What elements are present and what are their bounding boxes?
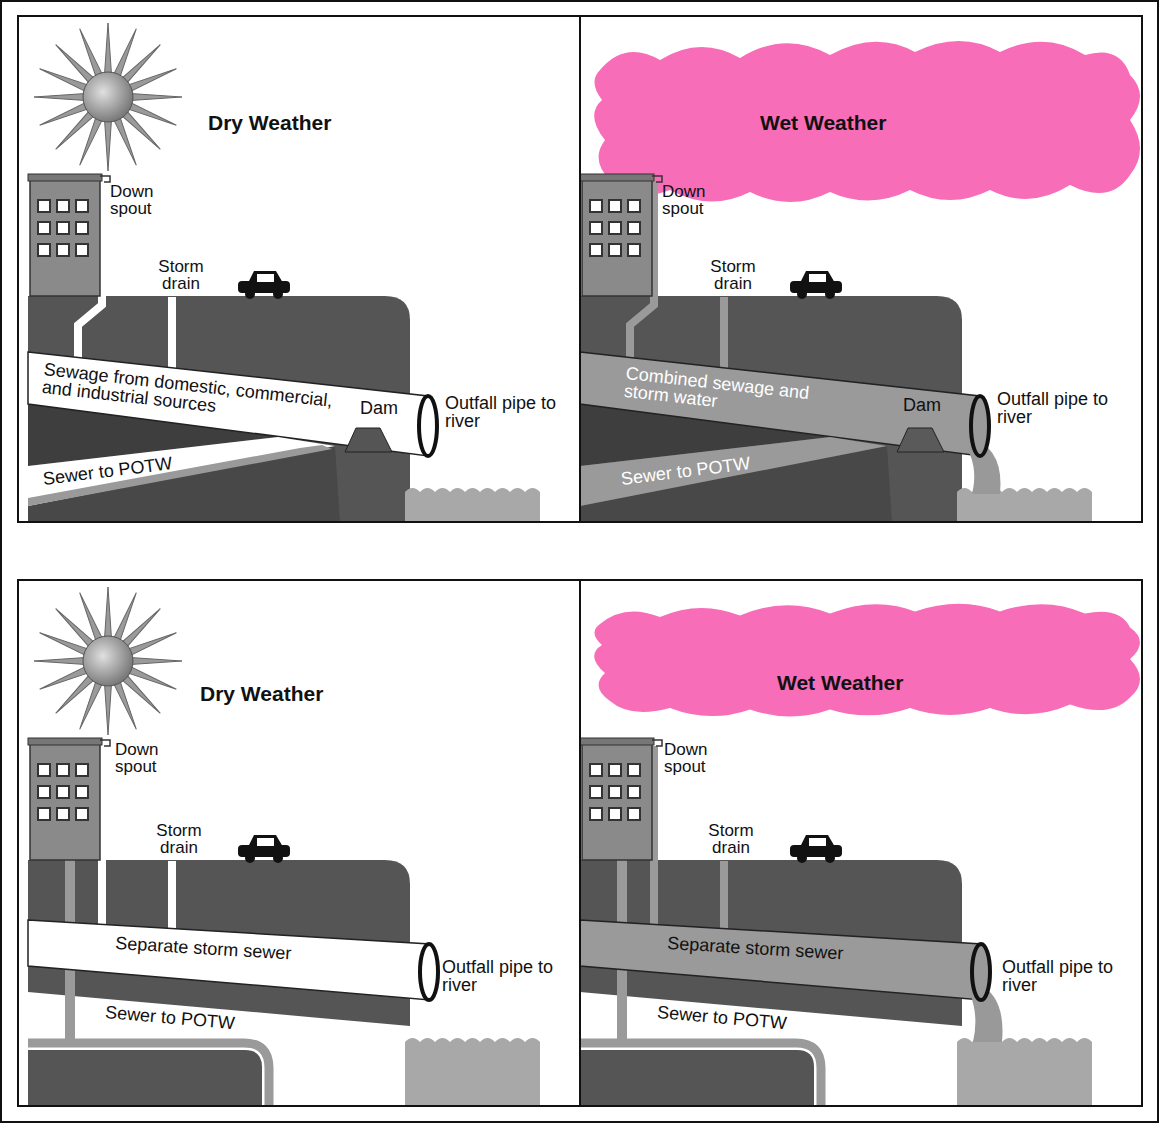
part-label: Storm drain xyxy=(148,822,210,856)
separate-sewer-dry xyxy=(28,587,540,1106)
rain-cloud xyxy=(594,604,1140,717)
part-label: Down spout xyxy=(662,183,722,217)
part-label: Dam xyxy=(903,396,941,414)
part-label: Storm drain xyxy=(150,258,212,292)
panel-title: Wet Weather xyxy=(777,672,903,693)
part-label: Outfall pipe to river xyxy=(442,958,562,994)
combined-sewer-wet xyxy=(580,174,1092,522)
panel-frames xyxy=(18,16,1142,1106)
part-label: Down spout xyxy=(110,183,170,217)
rain-cloud xyxy=(594,41,1140,202)
part-label: Storm drain xyxy=(702,258,764,292)
part-label: Outfall pipe to river xyxy=(1002,958,1122,994)
panel-title: Dry Weather xyxy=(208,112,331,133)
panel-title: Dry Weather xyxy=(200,683,323,704)
part-label: Outfall pipe to river xyxy=(445,394,565,430)
separate-sewer-wet xyxy=(580,738,1092,1106)
part-label: Down spout xyxy=(664,741,724,775)
panel-title: Wet Weather xyxy=(760,112,886,133)
part-label: Down spout xyxy=(115,741,175,775)
part-label: Outfall pipe to river xyxy=(997,390,1117,426)
part-label: Dam xyxy=(360,399,398,417)
part-label: Storm drain xyxy=(700,822,762,856)
combined-sewer-dry xyxy=(28,23,540,522)
